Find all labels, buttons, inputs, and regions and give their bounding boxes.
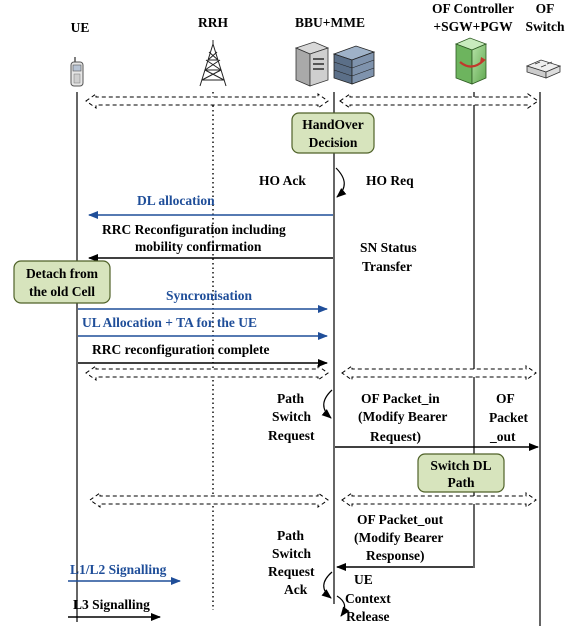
path-switch-label-1: Path [277,391,304,406]
entity-bbu-label: BBU+MME [295,15,365,30]
entity-ofc-label-2: +SGW+PGW [433,19,513,34]
sn-status-label-1: SN Status [360,240,417,255]
ue-ctx-label-3: Release [346,609,389,624]
legend-l1l2-label: L1/L2 Signalling [70,562,167,577]
rrc-reconf-label-1: RRC Reconfiguration including [102,222,286,237]
detach-label-1: Detach from [26,266,99,281]
entity-rrh-label: RRH [198,15,228,30]
entity-ofc-label-1: OF Controller [432,1,514,16]
of-switch-icon [525,59,562,79]
of-controller-icon [454,37,488,85]
ue-ctx-loop-arrow [336,595,350,617]
dashed-block-arrow [339,93,539,109]
ho-ack-label: HO Ack [259,173,306,188]
path-switch-loop-arrow [321,389,333,419]
switch-dl-label-2: Path [448,475,475,490]
mobile-phone-icon [70,57,84,87]
legend: L1/L2 Signalling L3 Signalling [68,562,181,621]
handover-label-1: HandOver [302,117,364,132]
detach-label-2: the old Cell [29,284,95,299]
of-packet-out-label-3: _out [489,429,516,444]
radio-tower-icon [199,40,227,87]
of-packet-out-resp-label-3: Response) [366,548,425,563]
dashed-block-arrow [341,365,537,381]
ps-ack-label-2: Switch [272,546,311,561]
of-packet-out-label-2: Packet [489,410,528,425]
rrc-reconf-label-2: mobility confirmation [135,239,262,254]
of-packet-out-resp-label-1: OF Packet_out [357,512,444,527]
dl-allocation-label: DL allocation [137,193,215,208]
path-switch-label-2: Switch [272,409,311,424]
ps-ack-loop-arrow [321,571,333,599]
of-packet-in-label-2: (Modify Bearer [358,409,447,424]
switch-dl-path-box: Switch DL Path [417,453,505,493]
ho-req-label: HO Req [366,173,414,188]
ps-ack-label-1: Path [277,528,304,543]
ue-ctx-label-1: UE [354,572,373,587]
sync-label: Syncronisation [166,288,253,303]
handover-decision-box: HandOver Decision [291,112,375,154]
handover-label-2: Decision [309,135,358,150]
dashed-block-arrow [85,93,329,109]
ps-ack-label-4: Ack [284,582,308,597]
rrc-complete-label: RRC reconfiguration complete [92,342,269,357]
bbu-server-icon [294,41,330,87]
switch-dl-label-1: Switch DL [430,458,491,473]
of-packet-out-resp-label-2: (Modify Bearer [354,530,443,545]
dashed-block-arrow [89,492,329,508]
entity-ofs-label-2: Switch [525,19,564,34]
entity-ofs-label-1: OF [536,1,555,16]
detach-box: Detach from the old Cell [13,260,111,304]
dashed-block-arrow [341,492,537,508]
of-packet-in-label-1: OF Packet_in [361,391,440,406]
ho-self-loop-arrow [335,167,347,198]
server-rack-icon [332,45,376,85]
dashed-block-arrow [85,365,329,381]
ue-ctx-label-2: Context [345,591,391,606]
path-switch-label-3: Request [268,428,315,443]
of-packet-in-label-3: Request) [370,429,421,444]
entity-ue-label: UE [71,20,90,35]
legend-l3-label: L3 Signalling [73,597,150,612]
of-packet-out-label-1: OF [496,391,515,406]
ps-ack-label-3: Request [268,564,315,579]
ul-allocation-label: UL Allocation + TA for the UE [82,315,257,330]
sn-status-label-2: Transfer [362,259,412,274]
